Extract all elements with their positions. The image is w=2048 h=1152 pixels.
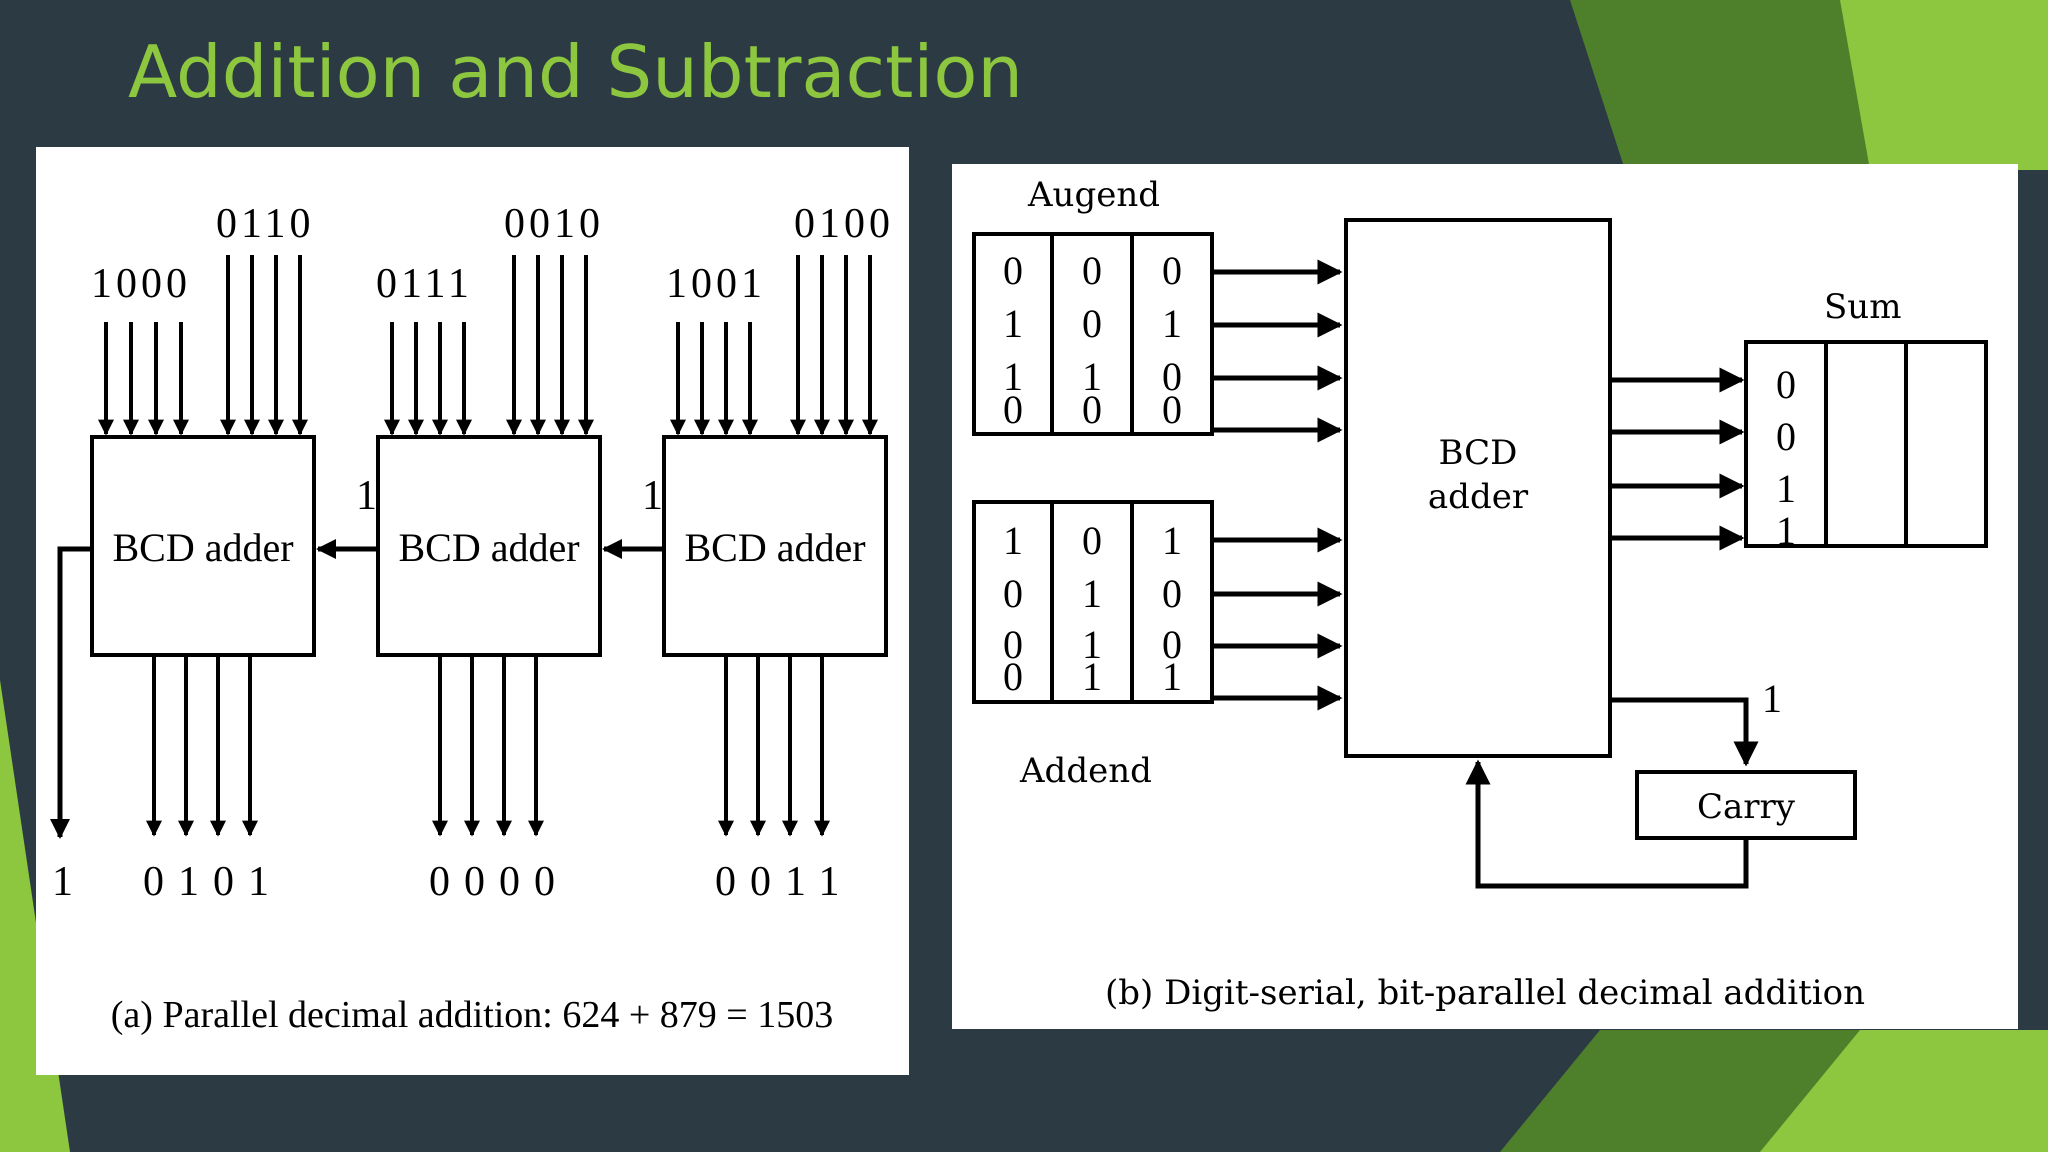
bcd-adder-box-3 [662, 435, 888, 657]
carry-label: Carry [1697, 787, 1796, 827]
augend-label: Augend [1027, 175, 1160, 215]
bcd-adder-box-1 [90, 435, 316, 657]
adder-1-input-first: 1000 [91, 261, 191, 307]
bcd-adder-label-line2: adder [1428, 477, 1529, 517]
adder-3-input-second: 0100 [794, 201, 894, 247]
addend-digit: 0 [1003, 622, 1023, 667]
diagram-a-caption: (a) Parallel decimal addition: 624 + 879… [111, 994, 833, 1036]
addend-digit: 0 [1162, 571, 1182, 616]
augend-digit: 1 [1082, 354, 1102, 399]
augend-digits: 0 1 1 0 0 0 1 0 0 1 0 0 [1003, 248, 1182, 432]
sum-digit: 0 [1776, 362, 1796, 407]
carry-register [1635, 770, 1857, 840]
sum-digits: 0 0 1 1 [1776, 362, 1796, 553]
addend-digit: 1 [1003, 518, 1023, 563]
carry-label-1: 1 [356, 473, 377, 519]
input-arrows [98, 255, 878, 436]
bcd-adder-label-1: BCD adder [112, 525, 293, 570]
bcd-adder-label-2: BCD adder [398, 525, 579, 570]
bcd-adder-label-line1: BCD [1439, 433, 1518, 473]
addend-register [972, 500, 1214, 704]
output-arrows [146, 657, 830, 837]
bcd-adder-box-2 [376, 435, 602, 657]
sum-label: Sum [1824, 287, 1901, 327]
bcd-adder-box [1344, 218, 1612, 758]
bcd-adder-label-3: BCD adder [684, 525, 865, 570]
input-arrows [1214, 259, 1343, 711]
augend-digit: 0 [1162, 354, 1182, 399]
carry-value: 1 [1762, 676, 1782, 721]
sum-digit: 0 [1776, 414, 1796, 459]
parallel-addition-diagram: 1000 0110 0111 0010 1001 0100 BCD adder … [50, 201, 894, 1036]
sum-digit: 1 [1776, 466, 1796, 511]
addend-digit: 1 [1082, 571, 1102, 616]
adder-2-input-first: 0111 [376, 261, 473, 307]
slide-title: Addition and Subtraction [128, 30, 1024, 114]
addend-digit: 1 [1082, 622, 1102, 667]
adder-3-input-first: 1001 [666, 261, 766, 307]
adder-3-output: 0011 [715, 859, 853, 905]
augend-digit: 0 [1003, 248, 1023, 293]
addend-digit: 0 [1003, 571, 1023, 616]
sum-digit: 1 [1776, 508, 1796, 553]
carry-feedback-path [1465, 759, 1749, 889]
augend-digit: 1 [1003, 354, 1023, 399]
final-carry-value: 1 [52, 859, 73, 905]
addend-label: Addend [1019, 751, 1152, 791]
addend-digit: 1 [1162, 654, 1182, 699]
carry-label-2: 1 [642, 473, 663, 519]
addend-digit: 0 [1162, 622, 1182, 667]
augend-digit: 0 [1082, 248, 1102, 293]
final-carry-path [50, 546, 92, 839]
diagram-b-caption: (b) Digit-serial, bit-parallel decimal a… [1105, 973, 1865, 1013]
augend-digit: 0 [1003, 387, 1023, 432]
augend-digit: 0 [1082, 301, 1102, 346]
augend-digit: 0 [1162, 387, 1182, 432]
digit-serial-diagram: Augend 0 1 1 0 0 0 1 0 0 1 0 0 1 0 0 0 0 [972, 175, 1988, 1013]
addend-digit: 0 [1082, 518, 1102, 563]
carry-out-path [1612, 697, 1759, 767]
augend-digit: 1 [1003, 301, 1023, 346]
addend-digit: 1 [1162, 518, 1182, 563]
adder-1-output: 0101 [143, 859, 283, 905]
diagram-b-panel: Augend 0 1 1 0 0 0 1 0 0 1 0 0 1 0 0 0 0 [952, 164, 2018, 1029]
sum-register [1744, 340, 1988, 548]
addend-digit: 1 [1082, 654, 1102, 699]
augend-digit: 0 [1162, 248, 1182, 293]
augend-register [972, 232, 1214, 436]
addend-digit: 0 [1003, 654, 1023, 699]
adder-2-output: 0000 [429, 859, 569, 905]
green-shape-top [1840, 0, 2048, 170]
adder-1-input-second: 0110 [216, 201, 314, 247]
green-shape-bottom [1760, 1030, 2048, 1152]
diagram-a-panel: 1000 0110 0111 0010 1001 0100 BCD adder … [36, 147, 909, 1075]
addend-digits: 1 0 0 0 0 1 1 1 1 0 0 1 [1003, 518, 1182, 699]
augend-digit: 1 [1162, 301, 1182, 346]
output-arrows [1612, 367, 1745, 551]
adder-2-input-second: 0010 [504, 201, 604, 247]
augend-digit: 0 [1082, 387, 1102, 432]
